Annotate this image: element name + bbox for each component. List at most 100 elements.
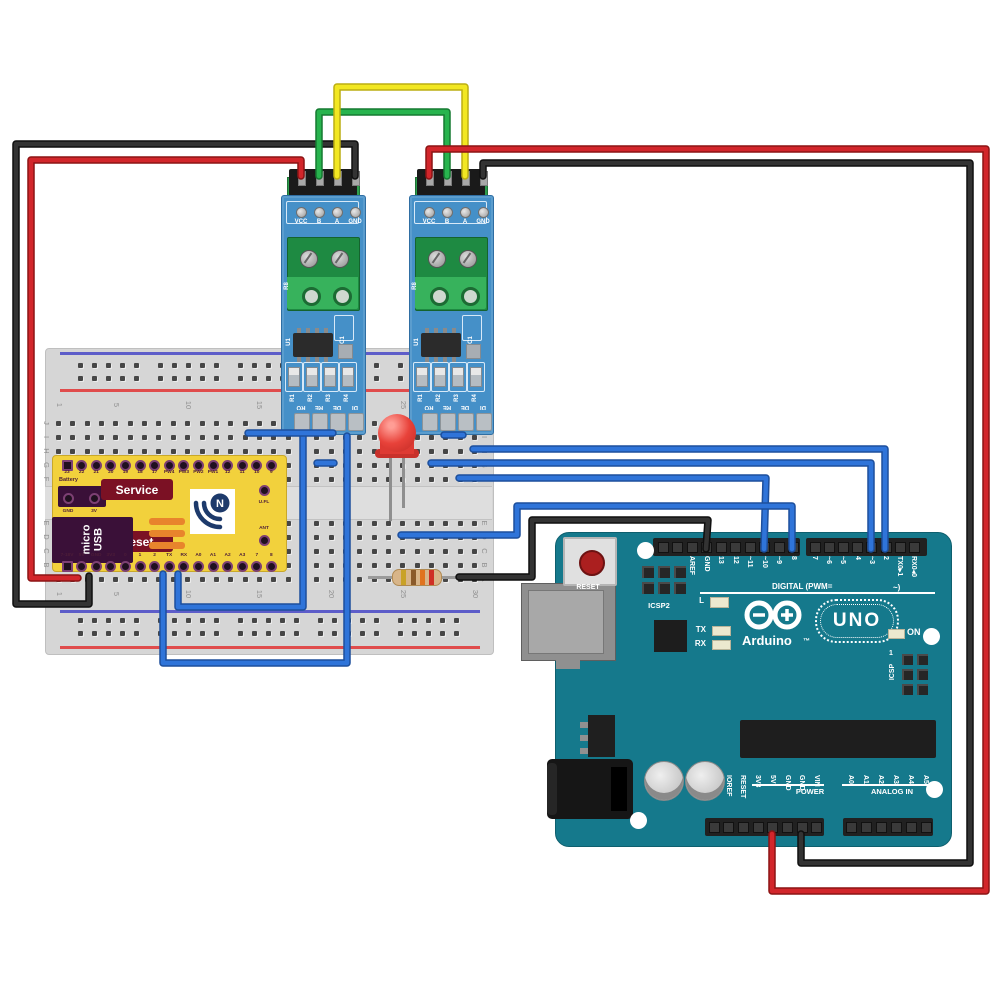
header-pin	[444, 171, 452, 186]
breadboard-column-number: 25	[398, 400, 408, 410]
header-pin	[334, 171, 342, 186]
breadboard-hole	[127, 420, 133, 426]
breadboard-hole	[127, 434, 133, 440]
resistor-lead-left	[368, 576, 394, 579]
breadboard-hole	[70, 434, 76, 440]
breadboard-column-number: 1	[54, 591, 64, 597]
breadboard-hole	[70, 420, 76, 426]
icsp-label: ICSP	[889, 663, 896, 681]
breadboard-rail-hole	[133, 630, 139, 636]
breadboard-rail-hole	[77, 375, 83, 381]
header-pin	[823, 542, 835, 553]
breadboard-hole	[457, 476, 463, 482]
mcu-pin-A0	[192, 560, 204, 572]
breadboard-hole	[457, 448, 463, 454]
usb-port	[521, 583, 616, 661]
solder-pin	[423, 206, 435, 218]
breadboard-hole	[357, 548, 363, 554]
mcu-pin-A3	[236, 560, 248, 572]
breadboard-hole	[472, 476, 478, 482]
breadboard-rail-hole	[199, 375, 205, 381]
breadboard-hole	[142, 576, 148, 582]
connector-stripe	[149, 542, 185, 549]
rs485-pin-label: RO	[296, 404, 306, 410]
breadboard-rail-hole	[213, 375, 219, 381]
breadboard-hole	[185, 434, 191, 440]
header-pin	[730, 542, 741, 553]
arduino-pin-label: IOREF	[724, 775, 732, 797]
breadboard-hole	[70, 576, 76, 582]
icsp-pin	[902, 654, 913, 665]
breadboard-rail-hole	[373, 617, 379, 623]
breadboard-hole	[56, 420, 61, 426]
ufl-pin	[259, 485, 270, 496]
breadboard-rail-hole	[213, 630, 219, 636]
breadboard-hole	[156, 576, 162, 582]
breadboard-rail-hole	[439, 630, 445, 636]
breadboard-rail-hole	[105, 630, 111, 636]
digital-section-line	[700, 592, 935, 594]
breadboard-hole	[256, 448, 262, 454]
breadboard-hole	[84, 576, 90, 582]
arduino-brand: Arduino	[742, 633, 792, 648]
mcu-pin-PW1	[207, 459, 219, 471]
mcu-pin-3V3	[105, 560, 117, 572]
rs485-silk-label: U1	[414, 338, 420, 346]
breadboard-rail-hole	[213, 362, 219, 368]
breadboard-hole	[429, 476, 435, 482]
breadboard-hole	[357, 520, 363, 526]
ant-pin	[259, 535, 270, 546]
breadboard-hole	[99, 448, 105, 454]
breadboard-hole	[443, 462, 449, 468]
smd-resistor	[342, 367, 354, 387]
ant-label: ANT	[259, 526, 269, 531]
header-pin	[860, 822, 872, 833]
breadboard-rail-hole	[373, 375, 379, 381]
digital-section-label: DIGITAL (PWM=	[772, 582, 833, 591]
solder-pin	[459, 206, 471, 218]
header-pin	[426, 171, 434, 186]
breadboard-hole	[472, 562, 478, 568]
mcu-pin-PW3	[178, 459, 190, 471]
breadboard-hole	[314, 476, 320, 482]
breadboard-row-letter: A	[480, 576, 489, 582]
breadboard-column-number: 10	[183, 400, 193, 410]
rs485-silk-label: U1	[286, 338, 292, 346]
breadboard-hole	[271, 420, 277, 426]
breadboard-hole	[228, 576, 234, 582]
header-pin	[796, 822, 808, 833]
breadboard-hole	[170, 576, 176, 582]
breadboard-hole	[185, 448, 191, 454]
breadboard-hole	[472, 462, 478, 468]
header-pin	[894, 542, 906, 553]
breadboard-hole	[127, 576, 133, 582]
breadboard-hole	[99, 576, 105, 582]
breadboard-rail-hole	[425, 617, 431, 623]
service-button: Service	[101, 479, 173, 500]
breadboard-hole	[285, 576, 291, 582]
mcu-pin-RX	[178, 560, 190, 572]
led-leg-left	[389, 455, 392, 521]
mcu-pin-0	[119, 560, 131, 572]
solder-pin	[477, 206, 489, 218]
breadboard-column-number: 20	[327, 589, 337, 599]
breadboard-hole	[99, 420, 105, 426]
icsp2-label: ICSP2	[648, 601, 670, 610]
arduino-pin-label: A3	[892, 775, 899, 784]
reset-switch	[563, 537, 617, 586]
mcu-pin-21	[90, 459, 102, 471]
rs485-capacitor	[338, 344, 353, 359]
breadboard-hole	[142, 434, 148, 440]
breadboard-hole	[170, 448, 176, 454]
breadboard-hole	[199, 434, 205, 440]
rs485-pad	[422, 413, 438, 431]
breadboard-rail-hole	[157, 362, 163, 368]
led-rx-label: RX	[694, 639, 706, 648]
breadboard-hole	[443, 448, 449, 454]
breadboard-hole	[84, 420, 90, 426]
svg-text:N: N	[216, 498, 224, 510]
breadboard-row-letter: F	[480, 476, 489, 482]
breadboard-hole	[472, 448, 478, 454]
breadboard-hole	[113, 448, 119, 454]
breadboard-column-number: 15	[255, 400, 265, 410]
